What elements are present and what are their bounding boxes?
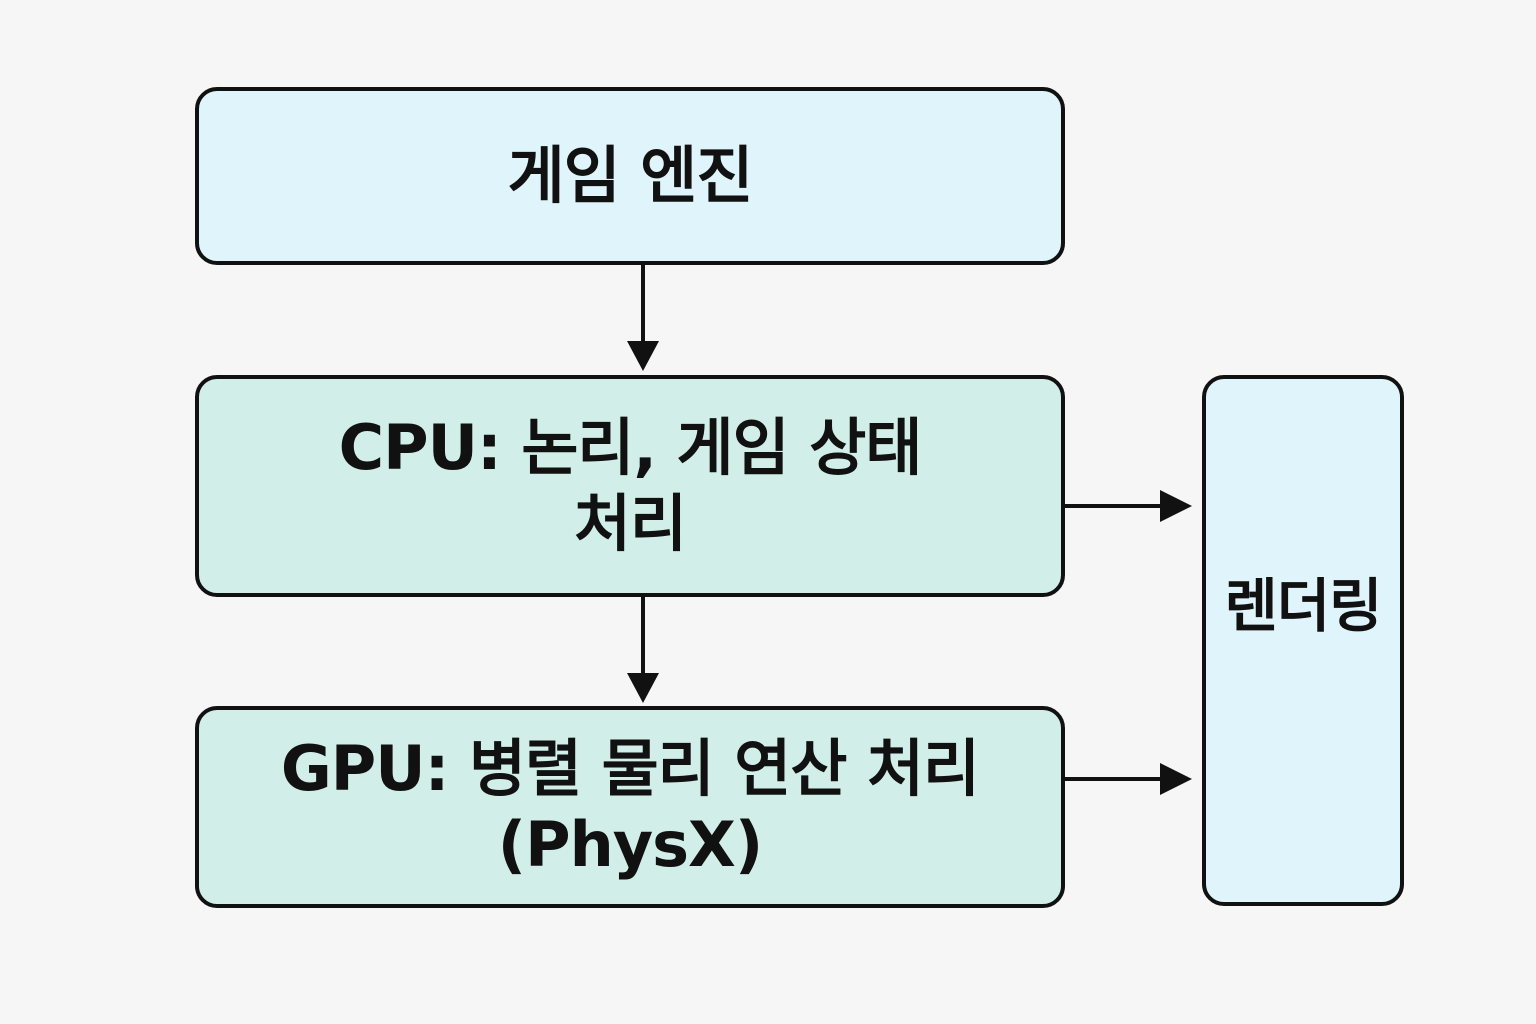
gpu-node: GPU: 병렬 물리 연산 처리 (PhysX) — [195, 706, 1065, 908]
arrow-cpu-to-render — [1065, 490, 1192, 522]
arrow-engine-to-cpu — [627, 265, 659, 371]
gpu-label: GPU: 병렬 물리 연산 처리 (PhysX) — [280, 732, 980, 881]
cpu-node: CPU: 논리, 게임 상태 처리 — [195, 375, 1065, 597]
cpu-label: CPU: 논리, 게임 상태 처리 — [338, 411, 923, 560]
rendering-node: 렌더링 — [1202, 375, 1404, 906]
arrow-gpu-to-render — [1065, 763, 1192, 795]
game-engine-node: 게임 엔진 — [195, 87, 1065, 265]
rendering-label: 렌더링 — [1224, 571, 1382, 640]
arrow-cpu-to-gpu — [627, 597, 659, 703]
game-engine-label: 게임 엔진 — [507, 139, 754, 212]
